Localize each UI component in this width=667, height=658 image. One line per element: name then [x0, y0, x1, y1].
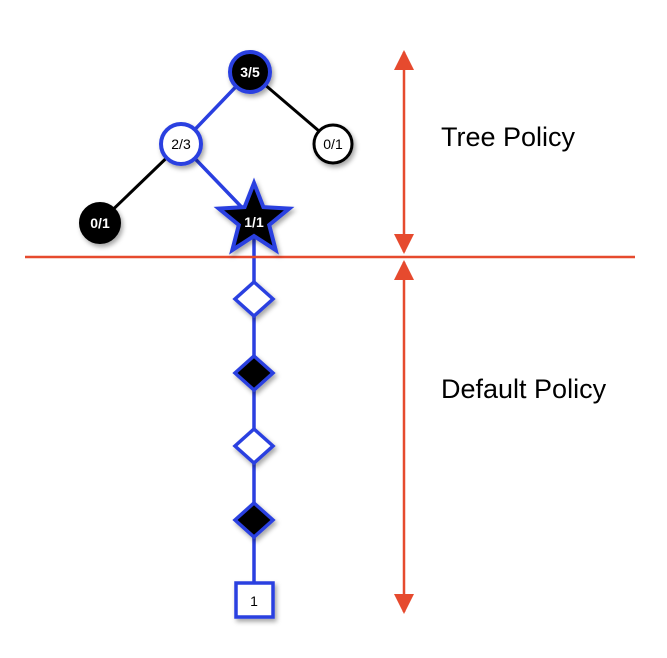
- right-child-node: [312, 123, 354, 165]
- rollout-diamond-black: [232, 353, 276, 393]
- left-leaf-node-label: 0/1: [90, 215, 110, 231]
- left-child-node: [159, 122, 203, 166]
- star-node: [213, 177, 295, 255]
- left-child-node-label: 2/3: [171, 136, 191, 152]
- terminal-node-label: 1: [250, 593, 258, 609]
- rollout-diamond-black: [232, 500, 276, 540]
- tree-policy-label: Tree Policy: [441, 122, 576, 152]
- root-node-label: 3/5: [240, 64, 260, 80]
- root-node: [228, 50, 272, 94]
- star-node-label: 1/1: [244, 214, 264, 230]
- default-policy-label: Default Policy: [441, 374, 607, 404]
- rollout-diamond-white: [232, 426, 276, 466]
- left-leaf-node: [79, 202, 121, 244]
- right-child-node-label: 0/1: [323, 136, 343, 152]
- terminal-node: [234, 581, 275, 619]
- rollout-diamond-white: [232, 279, 276, 319]
